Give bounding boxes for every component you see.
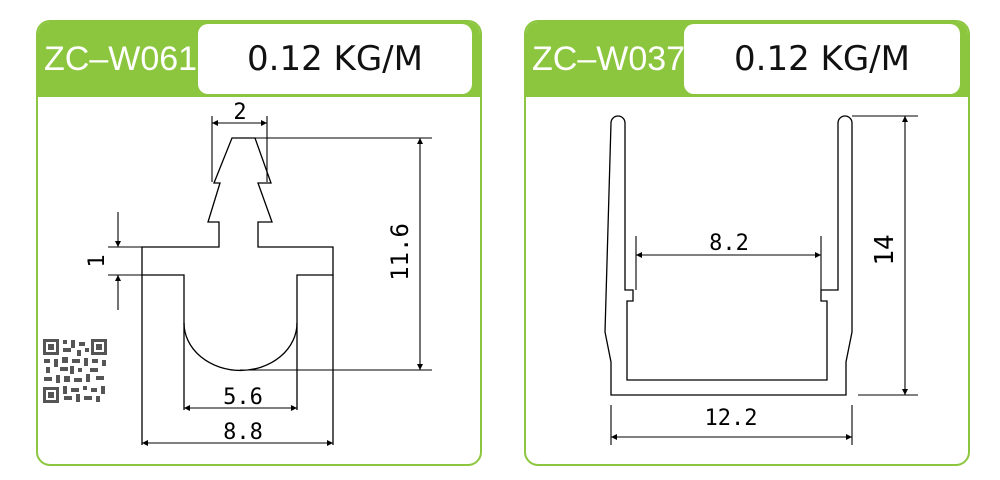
dimension-inner-width-w037 <box>635 236 822 290</box>
card-header: ZC–W061 0.12 KG/M <box>38 22 480 97</box>
dimension-label-inner-width-w037: 8.2 <box>709 231 749 256</box>
qr-code-icon <box>42 338 108 404</box>
profile-code: ZC–W037 <box>532 40 686 78</box>
profile-weight: 0.12 KG/M <box>198 24 472 94</box>
profile-card-zc-w061: ZC–W061 0.12 KG/M <box>36 20 482 466</box>
dimension-label-outer-width: 8.8 <box>223 420 263 445</box>
profile-weight: 0.12 KG/M <box>684 24 960 94</box>
dimension-outer-width-w037 <box>610 405 853 445</box>
dimension-label-height: 11.6 <box>386 223 414 281</box>
profile-card-zc-w037: ZC–W037 0.12 KG/M <box>524 20 970 466</box>
dimension-label-inner-width: 5.6 <box>223 385 263 410</box>
dimension-label-height-w037: 14 <box>870 234 900 265</box>
dimension-height-w037 <box>852 115 918 396</box>
dimension-label-outer-width-w037: 12.2 <box>705 406 758 431</box>
dimension-label-flange: 1 <box>85 254 110 267</box>
profile-code: ZC–W061 <box>44 40 198 78</box>
dimension-flange <box>108 212 142 310</box>
card-header: ZC–W037 0.12 KG/M <box>526 22 968 97</box>
dimension-top-width <box>211 116 268 182</box>
dimension-height <box>240 137 432 371</box>
dimension-label-top-width: 2 <box>233 100 246 125</box>
